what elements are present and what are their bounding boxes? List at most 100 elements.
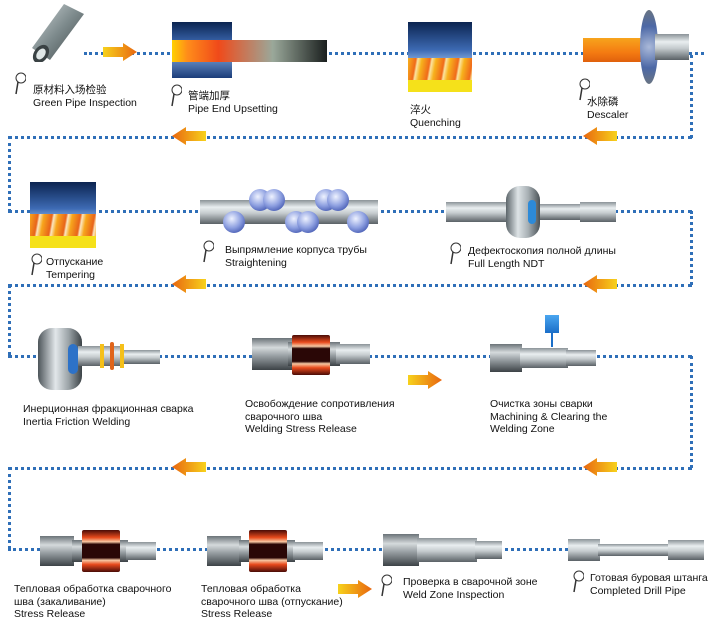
- connector-line: [8, 284, 692, 287]
- step-label: 管端加厚 Pipe End Upsetting: [188, 90, 278, 115]
- connector-line: [8, 467, 692, 470]
- straightening-rollers-image: [223, 189, 369, 233]
- step-native-label: 管端加厚: [188, 90, 230, 102]
- step-label: 水除磷 Descaler: [587, 96, 628, 121]
- arrow-right-icon: [338, 580, 372, 598]
- step-label: Освобождение сопротивления сварочного шв…: [245, 398, 395, 436]
- step-label: Тепловая обработка сварочного шва (закал…: [14, 583, 171, 621]
- magnifier-icon: [171, 84, 182, 107]
- step-label: Тепловая обработка сварочного шва (отпус…: [201, 583, 343, 621]
- step-native-label: Освобождение сопротивления: [245, 398, 395, 410]
- quenching-furnace-image: [408, 22, 472, 92]
- arrow-left-icon: [172, 275, 206, 293]
- arrow-right-icon: [408, 371, 442, 389]
- step-english-label-2: Welding Zone: [490, 423, 555, 435]
- step-native-label-2: сварочного шва (отпускание): [201, 595, 343, 608]
- machining-tool-image: [545, 315, 559, 333]
- furnace-base: [408, 80, 472, 92]
- upset-pipe: [172, 40, 327, 62]
- connector-line: [690, 55, 693, 138]
- step-native-label: Инерционная фракционная сварка: [23, 403, 194, 415]
- arrow-left-icon: [583, 275, 617, 293]
- pipe-section: [336, 344, 370, 364]
- step-native-label: Готовая буровая штанга: [590, 572, 708, 584]
- pipe-section: [446, 202, 506, 222]
- step-native-label: Тепловая обработка сварочного: [14, 583, 172, 595]
- step-english-label: Weld Zone Inspection: [403, 588, 505, 601]
- pipe-section: [126, 542, 156, 560]
- step-english-label: Stress Release: [201, 608, 273, 620]
- magnifier-icon: [203, 240, 214, 263]
- step-english-label: Inertia Friction Welding: [23, 415, 131, 428]
- step-native-label-2: сварочного шва: [245, 410, 323, 423]
- induction-coil-image: [249, 530, 287, 572]
- tempering-furnace-image: [30, 182, 96, 248]
- descaler-ring: [640, 10, 658, 84]
- weld-flash: [120, 344, 124, 368]
- arrow-left-icon: [172, 127, 206, 145]
- ndt-sensor: [528, 200, 536, 224]
- step-english-label: Quenching: [410, 116, 461, 129]
- step-english-label: Completed Drill Pipe: [590, 584, 686, 597]
- furnace-base: [30, 236, 96, 248]
- step-native-label: Проверка в сварочной зоне: [403, 576, 538, 588]
- hot-pipes: [408, 58, 472, 80]
- step-native-label: Выпрямление корпуса трубы: [225, 244, 367, 256]
- step-label: Готовая буровая штанга Completed Drill P…: [590, 572, 708, 597]
- magnifier-icon: [450, 242, 461, 265]
- pipe-section: [207, 536, 241, 566]
- connector-line: [8, 136, 11, 212]
- magnifier-icon: [573, 570, 584, 593]
- magnifier-icon: [381, 574, 392, 597]
- step-english-label: Welding Stress Release: [245, 423, 357, 435]
- step-english-label: Green Pipe Inspection: [33, 96, 137, 109]
- hot-pipes: [30, 214, 96, 236]
- tool-tip: [551, 333, 553, 347]
- step-label: 原材料入场检验 Green Pipe Inspection: [33, 84, 137, 109]
- step-english-label: Stress Release: [14, 608, 86, 620]
- step-label: Отпускание Tempering: [46, 256, 103, 281]
- pipe-section: [598, 544, 670, 556]
- step-english-label: Machining & Clearing the: [490, 410, 608, 423]
- arrow-left-icon: [583, 458, 617, 476]
- connector-line: [690, 356, 693, 468]
- step-english-label: Pipe End Upsetting: [188, 102, 278, 115]
- weld-flash: [110, 342, 114, 370]
- pipe-section: [655, 34, 689, 60]
- arrow-left-icon: [583, 127, 617, 145]
- pipe-section: [40, 536, 74, 566]
- step-native-label: Очистка зоны сварки: [490, 398, 593, 410]
- pipe-section: [293, 542, 323, 560]
- connector-line: [8, 284, 11, 356]
- step-label: Выпрямление корпуса трубы Straightening: [225, 244, 367, 269]
- pipe-section: [580, 202, 616, 222]
- pipe-section: [475, 541, 502, 559]
- pipe-section: [530, 204, 580, 220]
- induction-coil-image: [292, 335, 330, 375]
- step-native-label: 淬火: [410, 104, 431, 116]
- hot-pipe: [583, 38, 647, 62]
- step-native-label-2: шва (закаливание): [14, 595, 106, 608]
- weld-flash: [100, 344, 104, 368]
- step-english-label: Tempering: [46, 268, 96, 281]
- connector-line: [690, 211, 693, 285]
- pipe-section: [668, 540, 704, 560]
- friction-welder-image: [38, 328, 82, 390]
- pipe-section: [490, 344, 522, 372]
- weld-zone-pipe-image: [383, 534, 419, 566]
- step-label: Проверка в сварочной зоне Weld Zone Insp…: [403, 576, 538, 601]
- step-english-label: Full Length NDT: [468, 257, 545, 270]
- magnifier-icon: [31, 253, 42, 276]
- step-native-label: 水除磷: [587, 96, 619, 108]
- completed-drill-pipe-image: [568, 539, 600, 561]
- step-label: Дефектоскопия полной длины Full Length N…: [468, 245, 616, 270]
- pipe-section: [122, 350, 160, 364]
- step-label: 淬火 Quenching: [410, 104, 461, 129]
- induction-coil-image: [82, 530, 120, 572]
- connector-line: [8, 467, 11, 549]
- step-label: Очистка зоны сварки Machining & Clearing…: [490, 398, 607, 436]
- step-native-label: Отпускание: [46, 256, 104, 268]
- step-english-label: Straightening: [225, 256, 287, 269]
- step-native-label: 原材料入场检验: [33, 84, 107, 96]
- pipe-section: [566, 350, 596, 366]
